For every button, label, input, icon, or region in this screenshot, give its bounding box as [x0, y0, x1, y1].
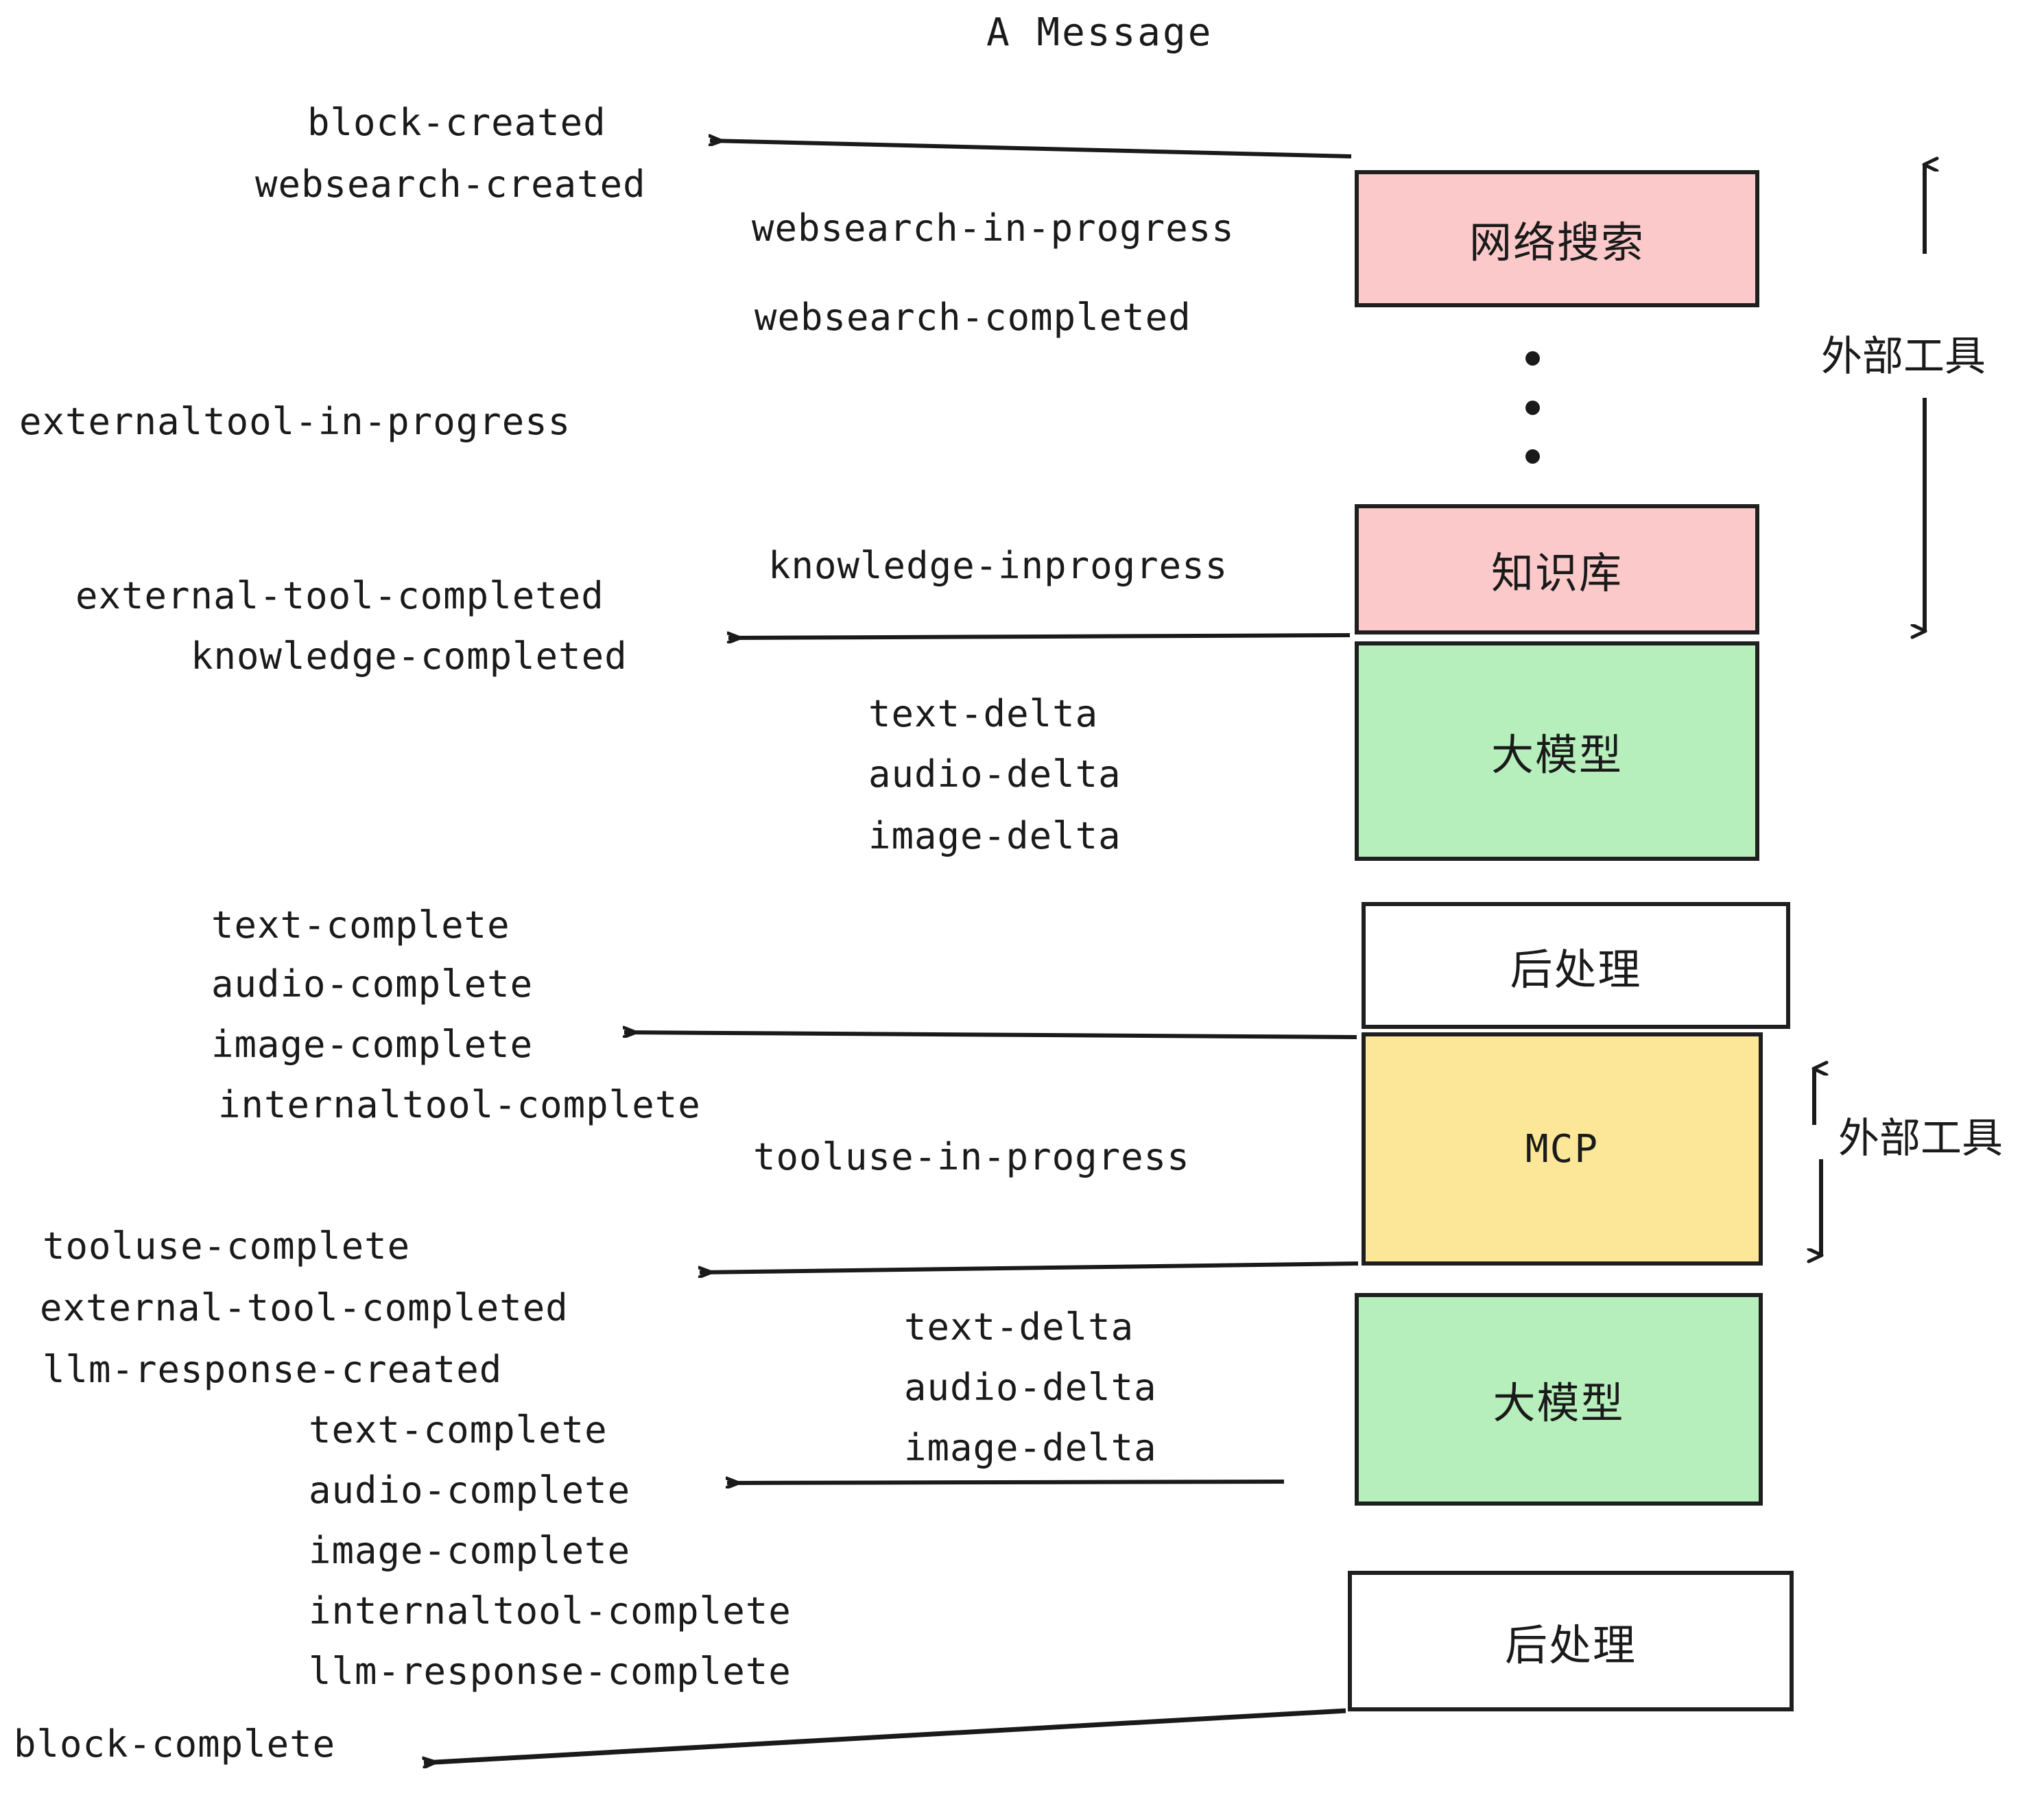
- event-label-audio-delta-1: audio-delta: [868, 752, 1121, 796]
- event-label-tooluse-in-progress: tooluse-in-progress: [753, 1135, 1190, 1178]
- arrow-llm-to-audio-complete: [727, 1482, 1285, 1483]
- page-title: A Message: [986, 10, 1213, 55]
- event-label-llm-response-complete: llm-response-complete: [309, 1650, 792, 1693]
- arrow-websearch-to-created: [710, 141, 1352, 158]
- event-label-text-complete-1: text-complete: [211, 903, 510, 947]
- event-label-external-tool-completed-1: external-tool-completed: [75, 574, 604, 617]
- event-label-websearch-created: websearch-created: [255, 163, 646, 206]
- event-label-knowledge-inprogress: knowledge-inprogress: [768, 544, 1228, 587]
- event-label-image-complete-2: image-complete: [309, 1529, 631, 1572]
- event-label-websearch-completed: websearch-completed: [754, 296, 1191, 339]
- node-llm-first[interactable]: 大模型: [1355, 641, 1759, 861]
- arrow-mcp-to-tooluse-complete: [700, 1261, 1359, 1272]
- node-llm-second[interactable]: 大模型: [1355, 1293, 1763, 1506]
- node-websearch[interactable]: 网络搜索: [1355, 170, 1759, 307]
- event-label-internaltool-complete-1: internaltool-complete: [218, 1083, 701, 1126]
- event-label-block-complete: block-complete: [14, 1722, 336, 1766]
- node-knowledge-base[interactable]: 知识库: [1355, 504, 1759, 634]
- arrow-postprocess-to-block-complete: [424, 1708, 1346, 1763]
- event-label-audio-complete-2: audio-complete: [309, 1469, 631, 1512]
- annotation-external-tools-bottom: 外部工具: [1838, 1115, 2003, 1163]
- event-label-audio-complete-1: audio-complete: [211, 962, 534, 1006]
- event-label-image-delta-2: image-delta: [904, 1426, 1157, 1469]
- node-postprocess-first[interactable]: 后处理: [1362, 902, 1790, 1029]
- arrow-knowledge-to-completed: [728, 635, 1351, 638]
- event-label-image-complete-1: image-complete: [211, 1023, 534, 1066]
- event-label-internaltool-complete-2: internaltool-complete: [309, 1589, 792, 1633]
- event-label-external-tool-completed-2: external-tool-completed: [40, 1286, 569, 1329]
- event-label-externaltool-in-progress: externaltool-in-progress: [19, 400, 571, 443]
- event-label-tooluse-complete: tooluse-complete: [43, 1224, 411, 1268]
- node-postprocess-second[interactable]: 后处理: [1348, 1571, 1794, 1711]
- event-label-knowledge-completed: knowledge-completed: [191, 634, 628, 678]
- event-label-audio-delta-2: audio-delta: [904, 1366, 1157, 1409]
- node-mcp[interactable]: MCP: [1362, 1032, 1763, 1266]
- event-label-llm-response-created: llm-response-created: [43, 1348, 503, 1391]
- event-label-text-delta-1: text-delta: [868, 692, 1099, 735]
- arrow-postprocess-to-image-complete: [624, 1032, 1357, 1039]
- event-label-text-complete-2: text-complete: [309, 1408, 608, 1451]
- annotation-external-tools-top: 外部工具: [1821, 333, 1986, 381]
- event-label-text-delta-2: text-delta: [904, 1305, 1134, 1349]
- event-label-image-delta-1: image-delta: [868, 814, 1121, 857]
- event-label-block-created: block-created: [307, 101, 606, 144]
- vertical-ellipsis-icon: [1524, 351, 1541, 464]
- event-label-websearch-in-progress: websearch-in-progress: [752, 206, 1235, 250]
